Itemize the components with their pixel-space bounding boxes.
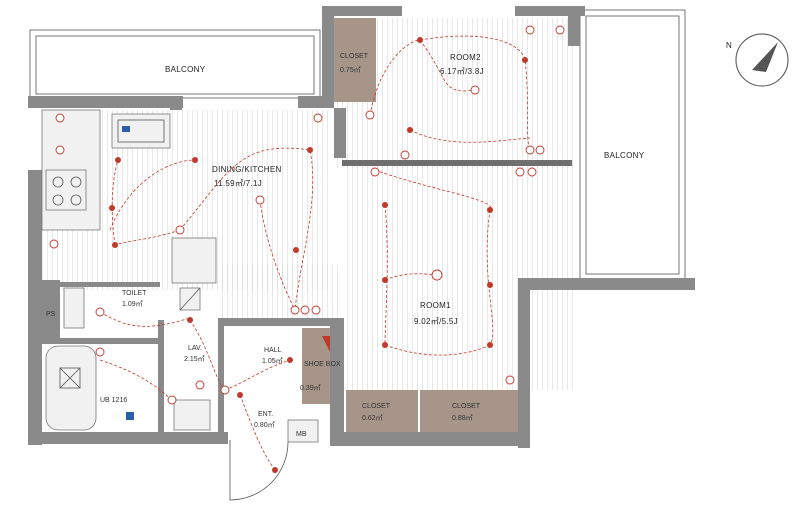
closet-right-name: CLOSET	[452, 403, 481, 410]
sink-icon	[111, 113, 171, 149]
hall-name: HALL	[264, 347, 282, 354]
toilet-icon	[63, 287, 85, 329]
stove-icon	[45, 169, 87, 211]
washbasin-icon	[173, 399, 211, 431]
dining-name: DINING/KITCHEN	[212, 165, 282, 174]
bath-fixtures: UB 1216	[45, 287, 211, 431]
ceiling-light-icon	[255, 195, 265, 205]
dining-area: 11.59㎡/7.1J	[214, 179, 262, 188]
mb-label: MB	[296, 431, 307, 438]
closet-top	[334, 18, 376, 102]
electrical-devices	[49, 25, 565, 473]
lav-area: 2.15㎡	[184, 355, 205, 363]
closet-left-name: CLOSET	[362, 403, 391, 410]
intercom-icon	[122, 126, 130, 132]
shoebox-name: SHOE BOX	[304, 361, 341, 368]
meter-box	[287, 419, 319, 443]
balcony-right-label: BALCONY	[604, 151, 645, 160]
toilet-area: 1.09㎡	[122, 300, 143, 308]
closet-left-area: 0.62㎡	[362, 414, 383, 422]
ent-name: ENT.	[258, 411, 273, 418]
balcony-top: BALCONY	[29, 29, 321, 99]
kitchen-fixtures	[41, 109, 217, 284]
ceiling-light-icon	[431, 269, 443, 281]
shoebox-area: 0.39㎡	[300, 384, 321, 392]
room1-name: ROOM1	[420, 301, 451, 310]
room1-area: 9.02㎡/5.5J	[414, 317, 458, 326]
bath-controller-icon	[126, 412, 134, 420]
room2-name: ROOM2	[450, 53, 481, 62]
switch-icon	[290, 305, 300, 315]
ps-label: PS	[46, 311, 56, 318]
closet-right-area: 0.88㎡	[452, 414, 473, 422]
room2-area: 6.17㎡/3.8J	[440, 67, 484, 76]
ceiling-light-icon	[470, 85, 480, 95]
toilet-name: TOILET	[122, 290, 147, 297]
breaker-panel-icon	[322, 336, 330, 352]
lav-name: LAV.	[188, 345, 202, 352]
closet-top-name: CLOSET	[340, 53, 369, 60]
hall-area: 1.05㎡	[262, 357, 283, 365]
balcony-right: BALCONY	[579, 9, 686, 281]
north-arrow-icon	[752, 42, 778, 72]
compass: N	[726, 33, 789, 87]
balcony-top-label: BALCONY	[165, 65, 206, 74]
closet-left	[346, 390, 418, 432]
closet-right	[420, 390, 518, 432]
switch-icon	[175, 225, 185, 235]
ub-label: UB 1216	[100, 397, 127, 404]
ent-area: 0.80㎡	[254, 421, 275, 429]
closet-top-area: 0.75㎡	[340, 66, 361, 74]
switch-icon	[365, 110, 375, 120]
compass-label: N	[726, 41, 732, 50]
entrance-door: MB	[229, 419, 319, 501]
fridge-icon	[171, 237, 217, 284]
walls	[28, 6, 695, 448]
